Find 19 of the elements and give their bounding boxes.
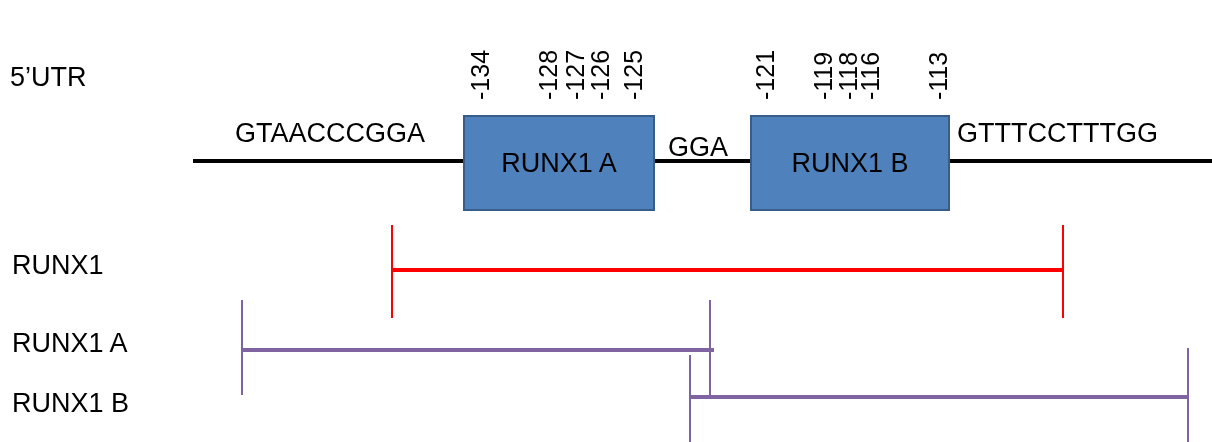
row-label: RUNX1 — [12, 250, 104, 280]
sequence-text: GGA — [668, 132, 728, 162]
row-label: RUNX1 A — [12, 328, 128, 358]
position-number: -125 — [620, 48, 646, 100]
position-number: -134 — [467, 48, 493, 100]
binding-site-box — [750, 115, 950, 211]
sequence-text: GTTTCCTTTGG — [957, 118, 1158, 148]
site-name: RUNX1 A — [501, 147, 617, 179]
sequence-text: GTAACCCGGA — [235, 118, 425, 148]
binding-site-box — [463, 115, 655, 211]
row-label: RUNX1 B — [12, 388, 130, 418]
position-number: -128 — [535, 48, 561, 100]
position-number: -113 — [925, 50, 951, 100]
position-number: -119 — [810, 50, 836, 100]
site-name: RUNX1 B — [791, 147, 909, 179]
position-number: -127 — [562, 48, 588, 100]
region-label: 5’UTR — [10, 62, 87, 92]
position-number: -126 — [587, 48, 613, 100]
position-number: -121 — [752, 48, 778, 100]
